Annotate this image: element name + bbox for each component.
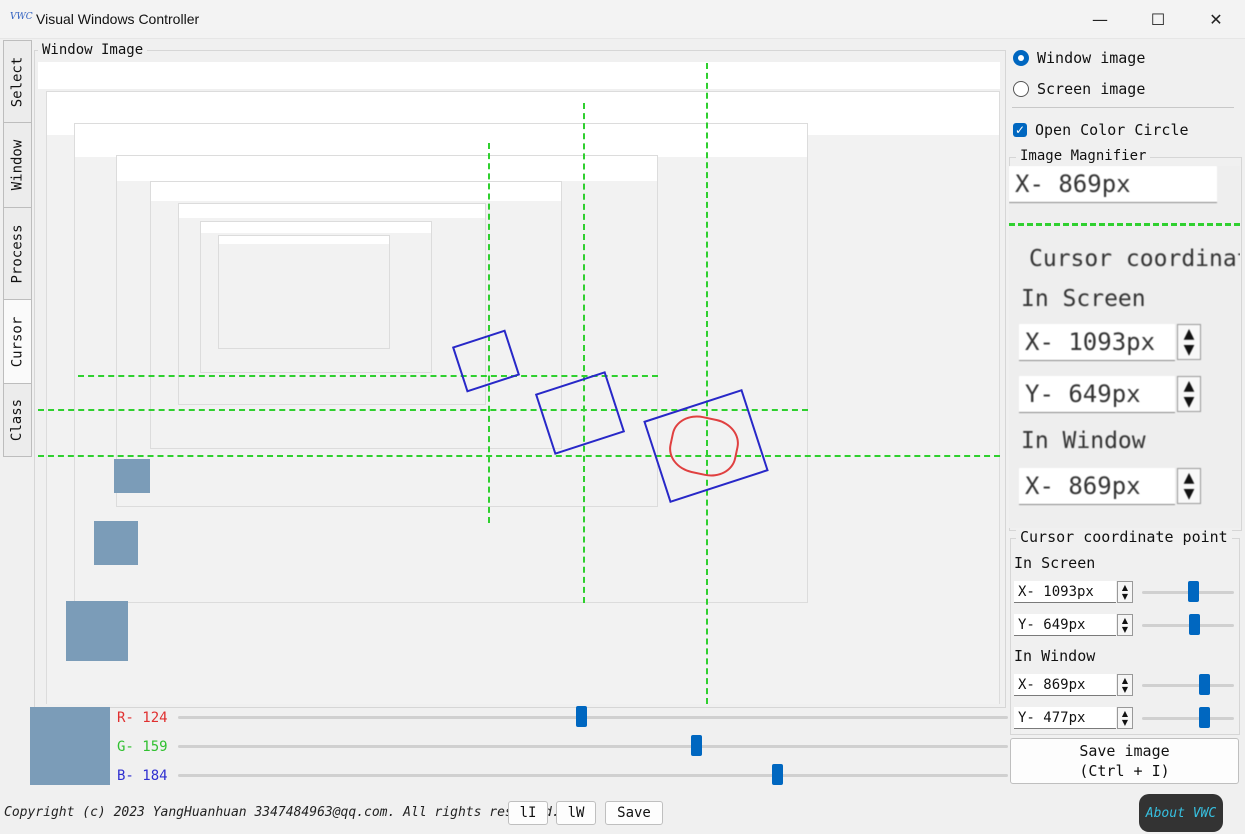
window-x-spin[interactable]: ▲▼ [1117, 674, 1133, 696]
screen-y-field[interactable]: Y- 649px [1014, 614, 1116, 636]
blue-slider-thumb[interactable] [772, 764, 784, 785]
about-button[interactable]: About VWC [1139, 794, 1223, 832]
in-screen-label: In Screen [1014, 554, 1096, 572]
side-tab-bar: Select Window Process Cursor Class [3, 40, 32, 457]
window-y-field[interactable]: Y- 477px [1014, 707, 1116, 729]
crosshair-vertical [583, 103, 585, 603]
checkmark-icon: ✓ [1013, 123, 1027, 137]
window-image-title: Window Image [38, 42, 148, 58]
tab-label: Process [9, 223, 26, 284]
screen-y-spin[interactable]: ▲▼ [1117, 614, 1133, 636]
window-title: Visual Windows Controller [36, 11, 200, 27]
red-value-label: R- 124 [117, 710, 168, 726]
crosshair-vertical [488, 143, 490, 523]
screen-x-spin[interactable]: ▲▼ [1117, 581, 1133, 603]
magnified-spin-icon: ▲▼ [1177, 468, 1201, 504]
save-image-button[interactable]: Save image (Ctrl + I) [1010, 738, 1239, 784]
tab-label: Select [9, 56, 26, 107]
crosshair-vertical [706, 63, 708, 704]
magnified-spin-icon: ▲▼ [1177, 376, 1201, 412]
image-top-strip [38, 63, 1000, 89]
magnified-label: In Window [1021, 428, 1146, 454]
red-slider-thumb[interactable] [576, 706, 588, 727]
tab-label: Cursor [9, 316, 26, 367]
window-image-label: Window image [1037, 49, 1146, 67]
image-magnifier-view: X- 869px Cursor coordinat In Screen X- 1… [1009, 166, 1240, 528]
screen-x-field[interactable]: X- 1093px [1014, 581, 1116, 603]
window-image-option[interactable]: Window image [1013, 49, 1145, 67]
tab-label: Window [9, 139, 26, 191]
tab-window[interactable]: Window [3, 122, 32, 208]
minimize-button[interactable]: — [1092, 9, 1108, 29]
magnified-field: Y- 649px [1019, 376, 1175, 413]
window-x-field[interactable]: X- 869px [1014, 674, 1116, 696]
green-slider-thumb[interactable] [690, 735, 702, 756]
title-bar: VWC Visual Windows Controller — ☐ ✕ [0, 0, 1245, 39]
green-slider[interactable] [178, 745, 1008, 748]
blue-slider[interactable] [178, 774, 1008, 777]
crosshair-horizontal [38, 455, 1000, 457]
screen-image-label: Screen image [1037, 80, 1146, 98]
cursor-point-title: Cursor coordinate point [1016, 528, 1232, 546]
li-button[interactable]: lI [508, 801, 548, 825]
magnifier-crosshair [1009, 223, 1240, 226]
close-button[interactable]: ✕ [1209, 9, 1223, 29]
red-slider[interactable] [178, 716, 1008, 719]
window-y-slider-thumb[interactable] [1198, 707, 1210, 728]
nested-swatch [114, 459, 150, 493]
tab-class[interactable]: Class [3, 383, 32, 457]
crosshair-horizontal [38, 409, 808, 411]
magnified-spin-icon: ▲▼ [1177, 324, 1201, 360]
window-image-view[interactable] [38, 62, 1000, 704]
magnified-label: In Screen [1021, 286, 1146, 312]
save-button[interactable]: Save [605, 801, 663, 825]
screen-y-slider-thumb[interactable] [1189, 614, 1201, 635]
maximize-button[interactable]: ☐ [1150, 9, 1166, 29]
app-icon: VWC [10, 12, 33, 22]
tab-process[interactable]: Process [3, 207, 32, 300]
open-color-circle-checkbox[interactable]: ✓ Open Color Circle [1013, 121, 1189, 139]
divider [1012, 107, 1234, 108]
window-y-slider[interactable] [1142, 717, 1234, 720]
window-x-slider[interactable] [1142, 684, 1234, 687]
radio-checked-icon [1013, 50, 1029, 66]
screen-y-slider[interactable] [1142, 624, 1234, 627]
magnified-field: X- 1093px [1019, 324, 1175, 361]
screen-image-option[interactable]: Screen image [1013, 80, 1145, 98]
green-value-label: G- 159 [117, 739, 168, 755]
tab-label: Class [9, 398, 26, 442]
tab-cursor[interactable]: Cursor [3, 299, 32, 384]
image-magnifier-title: Image Magnifier [1016, 148, 1151, 164]
in-window-label: In Window [1014, 647, 1096, 665]
copyright-text: Copyright (c) 2023 YangHuanhuan 33474849… [4, 805, 560, 820]
open-color-circle-label: Open Color Circle [1035, 121, 1189, 139]
magnified-field: X- 869px [1019, 468, 1175, 505]
color-swatch [30, 707, 110, 785]
nested-screenshot [218, 235, 390, 349]
window-y-spin[interactable]: ▲▼ [1117, 707, 1133, 729]
tab-select[interactable]: Select [3, 40, 32, 123]
lw-button[interactable]: lW [556, 801, 596, 825]
blue-value-label: B- 184 [117, 768, 168, 784]
radio-unchecked-icon [1013, 81, 1029, 97]
window-x-slider-thumb[interactable] [1198, 674, 1210, 695]
window-image-group [34, 50, 1006, 708]
magnified-field: X- 869px [1009, 166, 1217, 203]
nested-swatch [94, 521, 138, 565]
crosshair-horizontal [78, 375, 658, 377]
nested-swatch [66, 601, 128, 661]
screen-x-slider-thumb[interactable] [1187, 581, 1199, 602]
magnified-heading: Cursor coordinat [1029, 246, 1240, 272]
